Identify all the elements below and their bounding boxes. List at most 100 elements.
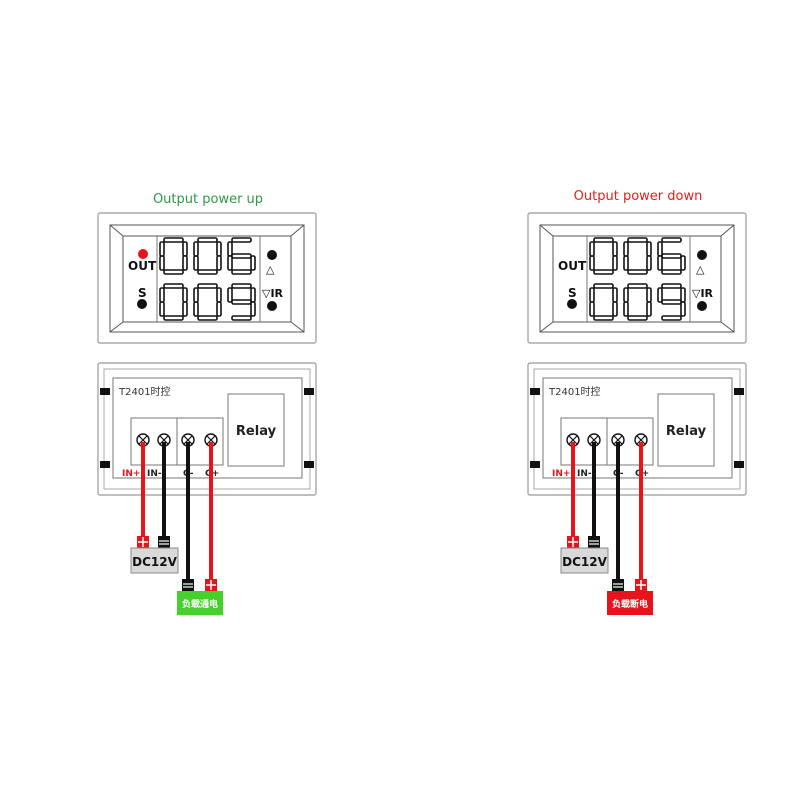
display-top-value: 006 bbox=[0, 0, 2, 1]
segment-d bbox=[163, 315, 184, 321]
mount-clip bbox=[304, 388, 314, 395]
segment-d bbox=[593, 315, 614, 321]
segment-g bbox=[661, 299, 682, 305]
mount-clip bbox=[734, 461, 744, 468]
segment-d bbox=[231, 315, 252, 321]
terminal-label: IN- bbox=[147, 469, 162, 479]
out-label: OUT bbox=[558, 259, 587, 273]
segment-f bbox=[589, 241, 595, 257]
up-label: △ bbox=[266, 263, 275, 276]
segment-b bbox=[182, 287, 188, 303]
segment-b bbox=[646, 241, 652, 257]
seven-segment-digit bbox=[589, 237, 618, 275]
power-source-label: DC12V bbox=[562, 555, 607, 569]
segment-f bbox=[657, 287, 663, 303]
seven-segment-digit bbox=[193, 237, 222, 275]
display-top-value: 006 bbox=[430, 0, 432, 1]
segment-c bbox=[182, 301, 188, 317]
segment-d bbox=[627, 315, 648, 321]
segment-c bbox=[250, 301, 256, 317]
segment-d bbox=[163, 269, 184, 275]
minus-symbol: = bbox=[430, 0, 431, 1]
up-led-indicator bbox=[697, 250, 707, 260]
segment-d bbox=[231, 269, 252, 275]
screw-terminal-icon bbox=[587, 433, 601, 447]
plus-symbol: + bbox=[0, 0, 1, 1]
seven-segment-digit bbox=[623, 237, 652, 275]
seven-segment-digit bbox=[227, 237, 256, 275]
down-ir-label: ▽IR bbox=[692, 287, 714, 300]
segment-d bbox=[197, 315, 218, 321]
segment-c bbox=[680, 301, 686, 317]
segment-e bbox=[589, 301, 595, 317]
mount-clip bbox=[304, 461, 314, 468]
relay-label: Relay bbox=[666, 424, 707, 439]
load-box bbox=[607, 591, 653, 615]
segment-d bbox=[593, 269, 614, 275]
segment-b bbox=[250, 287, 256, 303]
out-label: OUT bbox=[128, 259, 157, 273]
segment-c bbox=[612, 301, 618, 317]
minus-connector-icon bbox=[158, 536, 170, 548]
board-model-label: T2401时控 bbox=[118, 385, 171, 398]
segment-g bbox=[231, 253, 252, 259]
segment-c bbox=[250, 255, 256, 271]
display-bottom-value: 009 bbox=[0, 0, 2, 1]
segment-f bbox=[227, 241, 233, 257]
segment-e bbox=[193, 301, 199, 317]
segment-d bbox=[197, 269, 218, 275]
segment-e bbox=[589, 255, 595, 271]
segment-d bbox=[661, 269, 682, 275]
out-led-indicator bbox=[138, 249, 148, 259]
screw-terminal-icon bbox=[566, 433, 580, 447]
seven-segment-digit bbox=[657, 283, 686, 321]
segment-e bbox=[227, 255, 233, 271]
segment-a bbox=[627, 283, 648, 289]
seven-segment-digit bbox=[589, 283, 618, 321]
seven-segment-digit bbox=[193, 283, 222, 321]
segment-b bbox=[216, 287, 222, 303]
terminal-label: IN+ bbox=[552, 469, 570, 479]
segment-e bbox=[623, 255, 629, 271]
segment-f bbox=[623, 287, 629, 303]
segment-f bbox=[227, 287, 233, 303]
plus-connector-icon bbox=[205, 579, 217, 591]
mount-clip bbox=[530, 388, 540, 395]
minus-symbol: = bbox=[0, 0, 1, 1]
panel-title: Output power up bbox=[153, 192, 263, 207]
panel-power-down: Output power downOUTS△▽IR006009T2401时控Re… bbox=[430, 0, 747, 615]
segment-a bbox=[593, 237, 614, 243]
power-source-label: DC12V bbox=[132, 555, 177, 569]
up-label: △ bbox=[696, 263, 705, 276]
seven-segment-digit bbox=[227, 283, 256, 321]
plus-connector-icon bbox=[635, 579, 647, 591]
up-led-indicator bbox=[267, 250, 277, 260]
minus-connector-icon bbox=[182, 579, 194, 591]
down-led-indicator bbox=[697, 301, 707, 311]
down-ir-label: ▽IR bbox=[262, 287, 284, 300]
segment-f bbox=[159, 287, 165, 303]
segment-e bbox=[159, 301, 165, 317]
mount-clip bbox=[100, 461, 110, 468]
s-led-indicator bbox=[567, 299, 577, 309]
panel-title: Output power down bbox=[574, 189, 703, 204]
segment-e bbox=[657, 255, 663, 271]
load-label: 负载断电 bbox=[612, 598, 648, 610]
segment-a bbox=[231, 237, 252, 243]
segment-g bbox=[661, 253, 682, 259]
segment-f bbox=[589, 287, 595, 303]
relay-box bbox=[657, 393, 715, 467]
segment-b bbox=[680, 287, 686, 303]
segment-a bbox=[593, 283, 614, 289]
segment-d bbox=[627, 269, 648, 275]
segment-b bbox=[216, 241, 222, 257]
segment-a bbox=[661, 237, 682, 243]
plus-connector-icon bbox=[137, 536, 149, 548]
segment-e bbox=[623, 301, 629, 317]
segment-b bbox=[646, 287, 652, 303]
load-label: 负载通电 bbox=[182, 598, 218, 610]
s-label: S bbox=[568, 286, 577, 300]
segment-c bbox=[612, 255, 618, 271]
